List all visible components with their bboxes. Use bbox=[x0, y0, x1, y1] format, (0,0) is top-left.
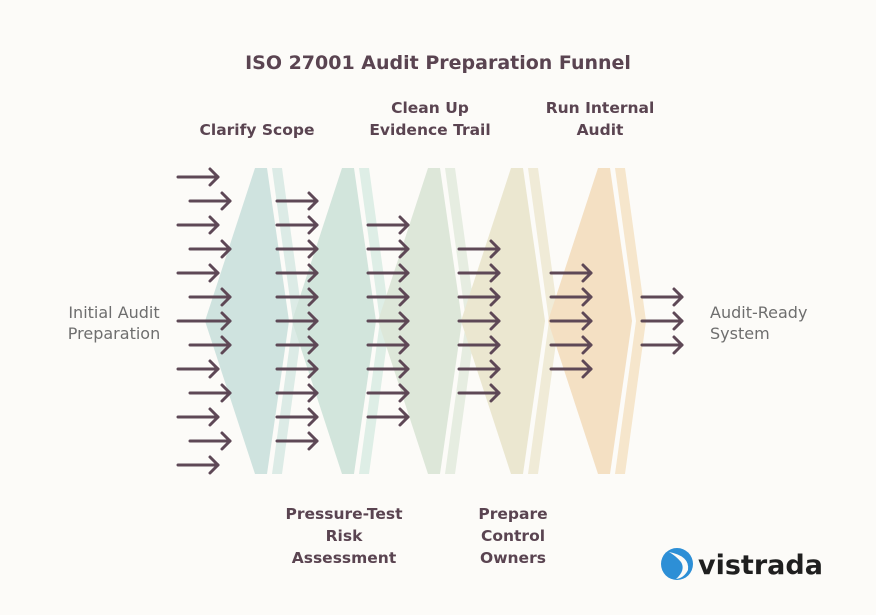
arrow-column-1 bbox=[176, 167, 232, 475]
flow-arrow bbox=[176, 167, 220, 187]
brand-name: vistrada bbox=[698, 550, 823, 581]
flow-arrow bbox=[275, 335, 319, 355]
stage-chevron bbox=[292, 168, 376, 474]
arrow-columns bbox=[176, 167, 684, 475]
flow-arrow bbox=[457, 239, 501, 259]
flow-arrow bbox=[366, 215, 410, 235]
flow-arrow bbox=[457, 359, 501, 379]
arrow-column-3 bbox=[366, 215, 410, 427]
flow-arrow bbox=[457, 383, 501, 403]
stage-label-prepare-owners-line-3: Owners bbox=[480, 549, 546, 567]
stage-label-run-internal-audit-line-2: Audit bbox=[577, 121, 624, 139]
stage-label-clean-up-evidence-line-1: Clean Up bbox=[391, 99, 469, 117]
stage-label-clarify-scope-line-1: Clarify Scope bbox=[200, 121, 315, 139]
flow-arrow bbox=[176, 455, 220, 475]
flow-arrow bbox=[366, 311, 410, 331]
flow-arrow bbox=[457, 311, 501, 331]
flow-arrow bbox=[188, 191, 232, 211]
flow-arrow bbox=[640, 287, 684, 307]
brand-logo: vistrada bbox=[661, 548, 823, 581]
flow-arrow bbox=[275, 311, 319, 331]
flow-arrow bbox=[549, 311, 593, 331]
flow-arrow bbox=[188, 287, 232, 307]
flow-arrow bbox=[176, 215, 220, 235]
flow-arrow bbox=[275, 215, 319, 235]
end-label-line-2: System bbox=[710, 324, 770, 343]
stage-label-run-internal-audit-line-1: Run Internal bbox=[546, 99, 655, 117]
stage-label-prepare-owners-line-1: Prepare bbox=[478, 505, 547, 523]
arrow-column-4 bbox=[457, 239, 501, 403]
flow-arrow bbox=[176, 311, 232, 331]
start-label-line-2: Preparation bbox=[68, 324, 160, 343]
flow-arrow bbox=[640, 311, 684, 331]
flow-arrow bbox=[366, 335, 410, 355]
vistrada-logo-icon bbox=[661, 548, 693, 580]
flow-arrow bbox=[275, 263, 319, 283]
stage-label-pressure-test-line-1: Pressure-Test bbox=[286, 505, 404, 523]
stage-labels: Clarify ScopePressure-TestRiskAssessment… bbox=[200, 99, 655, 567]
flow-arrow bbox=[275, 239, 319, 259]
stage-chevron bbox=[378, 168, 462, 474]
flow-arrow bbox=[366, 407, 410, 427]
stage-label-prepare-owners-line-2: Control bbox=[481, 527, 545, 545]
flow-arrow bbox=[366, 383, 410, 403]
flow-arrow bbox=[366, 263, 410, 283]
start-label-line-1: Initial Audit bbox=[68, 303, 159, 322]
flow-arrow bbox=[275, 407, 319, 427]
flow-arrow bbox=[176, 263, 220, 283]
flow-arrow bbox=[457, 263, 501, 283]
flow-arrow bbox=[640, 335, 684, 355]
flow-arrow bbox=[549, 359, 593, 379]
flow-arrow bbox=[275, 383, 319, 403]
arrow-column-5 bbox=[549, 263, 593, 379]
flow-arrow bbox=[366, 287, 410, 307]
flow-arrow bbox=[188, 335, 232, 355]
flow-arrow bbox=[275, 191, 319, 211]
stage-stripe bbox=[615, 168, 646, 474]
flow-arrow bbox=[549, 263, 593, 283]
flow-arrow bbox=[275, 431, 319, 451]
flow-arrow bbox=[188, 431, 232, 451]
flow-arrow bbox=[176, 359, 220, 379]
flow-arrow bbox=[275, 287, 319, 307]
flow-arrow bbox=[549, 335, 593, 355]
flow-arrow bbox=[549, 287, 593, 307]
end-label-line-1: Audit-Ready bbox=[710, 303, 807, 322]
flow-arrow bbox=[366, 359, 410, 379]
stage-chevron bbox=[461, 168, 545, 474]
stage-chevron bbox=[205, 168, 289, 474]
funnel-stages bbox=[205, 168, 646, 474]
diagram-title: ISO 27001 Audit Preparation Funnel bbox=[245, 52, 631, 74]
stage-label-pressure-test-line-2: Risk bbox=[326, 527, 363, 545]
stage-label-clean-up-evidence-line-2: Evidence Trail bbox=[369, 121, 490, 139]
flow-arrow bbox=[275, 359, 319, 379]
arrow-column-6 bbox=[640, 287, 684, 355]
flow-arrow bbox=[188, 239, 232, 259]
flow-arrow bbox=[176, 407, 220, 427]
stage-label-pressure-test-line-3: Assessment bbox=[292, 549, 397, 567]
flow-arrow bbox=[457, 287, 501, 307]
flow-arrow bbox=[366, 239, 410, 259]
flow-arrow bbox=[457, 335, 501, 355]
arrow-column-2 bbox=[275, 191, 319, 451]
flow-arrow bbox=[188, 383, 232, 403]
